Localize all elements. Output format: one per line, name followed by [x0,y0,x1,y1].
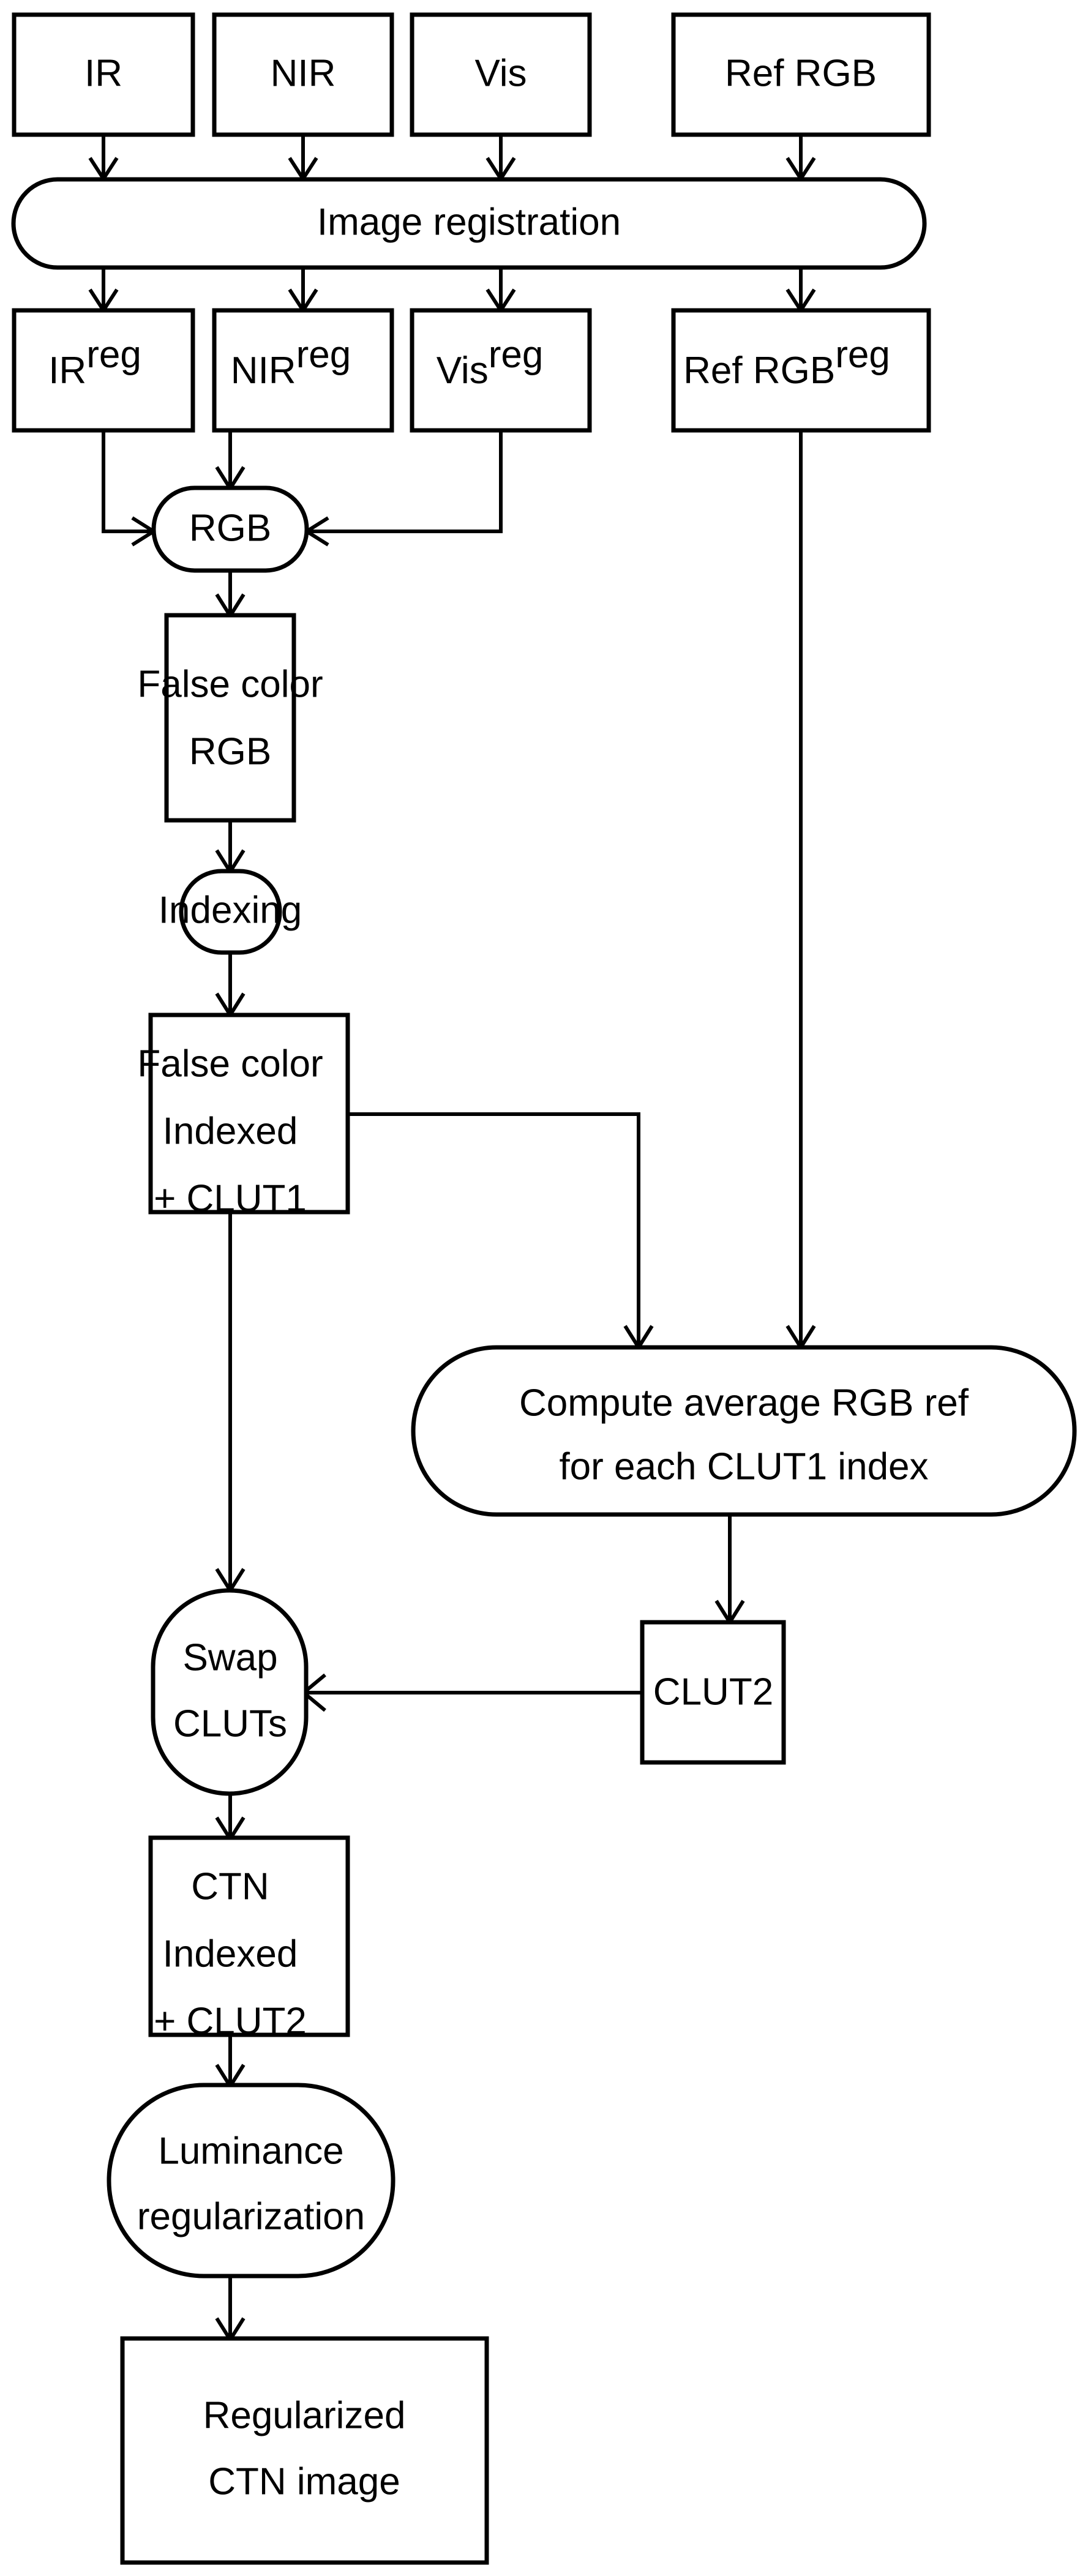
node-false-color-indexed-line1: False color [137,1043,323,1085]
edge-image-registration-to-ir-reg [88,268,119,314]
edge-rgb-to-false-color-rgb [215,571,246,620]
node-nir-reg[interactable]: NIRreg [212,308,394,433]
edge-compute-avg-to-clut2 [714,1515,745,1626]
node-regularized-ctn-line1: Regularized [203,2394,406,2436]
node-swap-cluts[interactable]: Swap CLUTs [151,1588,309,1796]
edge-false-color-indexed-to-compute-avg [348,1112,654,1351]
edge-indexing-to-false-color-indexed [215,953,246,1019]
node-ir-label: IR [84,52,122,94]
node-ref-rgb[interactable]: Ref RGB [671,12,931,137]
node-ctn-indexed-line2: Indexed [163,1933,298,1975]
edge-layer [88,135,816,2343]
node-ir-reg-label: IRreg [48,334,141,392]
edge-image-registration-to-vis-reg [486,268,516,314]
node-layer: IR NIR Vis Ref RGB Image registration IR… [11,12,1077,2565]
node-luminance-reg[interactable]: Luminance regularization [107,2083,396,2278]
node-nir-label: NIR [271,52,336,94]
node-clut2[interactable]: CLUT2 [640,1620,786,1765]
node-regularized-ctn-line2: CTN image [208,2460,400,2503]
node-luminance-reg-line1: Luminance [158,2130,343,2172]
node-false-color-indexed-line2: Indexed [163,1110,298,1152]
node-false-color-rgb[interactable]: False color RGB [137,613,323,823]
node-image-registration[interactable]: Image registration [11,177,927,270]
node-compute-avg-line1: Compute average RGB ref [519,1382,969,1424]
node-indexing-label: Indexing [159,889,302,931]
edge-image-registration-to-refrgb-reg [785,268,816,314]
edge-image-registration-to-nir-reg [288,268,318,314]
edge-vis-reg-to-rgb [303,430,503,547]
node-ref-rgb-reg[interactable]: Ref RGBreg [671,308,931,433]
edge-clut2-to-swap-cluts [301,1673,642,1712]
node-image-registration-label: Image registration [317,201,621,243]
edge-nir-to-image-registration [288,135,318,182]
edge-false-color-indexed-to-swap-cluts [215,1212,246,1594]
node-swap-cluts-line1: Swap [182,1636,277,1679]
node-ir-reg[interactable]: IRreg [12,308,195,433]
node-clut2-label: CLUT2 [653,1671,773,1713]
node-nir[interactable]: NIR [212,12,394,137]
node-swap-cluts-line2: CLUTs [173,1702,287,1745]
node-vis[interactable]: Vis [410,12,592,137]
node-compute-avg[interactable]: Compute average RGB ref for each CLUT1 i… [411,1345,1077,1517]
edge-nir-reg-to-rgb [215,430,246,492]
node-ref-rgb-reg-label: Ref RGBreg [683,334,890,392]
edge-swap-cluts-to-ctn-indexed [215,1794,246,1843]
node-false-color-rgb-line2: RGB [189,730,271,773]
node-ctn-indexed-line3: + CLUT2 [154,2000,307,2042]
node-nir-reg-label: NIRreg [231,334,351,392]
edge-refrgb-reg-to-compute-avg [785,430,816,1351]
node-vis-reg[interactable]: Visreg [410,308,592,433]
edge-vis-to-image-registration [486,135,516,182]
node-false-color-indexed[interactable]: False color Indexed + CLUT1 [137,1013,350,1219]
edge-luminance-reg-to-regularized-ctn [215,2276,246,2343]
edge-ir-reg-to-rgb [102,430,157,547]
node-rgb[interactable]: RGB [151,485,309,573]
node-ref-rgb-label: Ref RGB [725,52,877,94]
edge-refrgb-to-image-registration [785,135,816,182]
node-false-color-indexed-line3: + CLUT1 [154,1177,307,1219]
node-ir[interactable]: IR [12,12,195,137]
node-ctn-indexed[interactable]: CTN Indexed + CLUT2 [148,1835,350,2042]
node-regularized-ctn[interactable]: Regularized CTN image [120,2336,489,2565]
node-compute-avg-line2: for each CLUT1 index [559,1445,928,1488]
node-indexing[interactable]: Indexing [159,869,302,955]
node-ctn-indexed-line1: CTN [191,1865,269,1908]
node-false-color-rgb-line1: False color [137,663,323,705]
edge-false-color-rgb-to-indexing [215,820,246,875]
edge-ir-to-image-registration [88,135,119,182]
node-rgb-label: RGB [189,507,271,549]
node-vis-reg-label: Visreg [437,334,544,392]
node-vis-label: Vis [474,52,527,94]
node-luminance-reg-line2: regularization [137,2195,365,2237]
